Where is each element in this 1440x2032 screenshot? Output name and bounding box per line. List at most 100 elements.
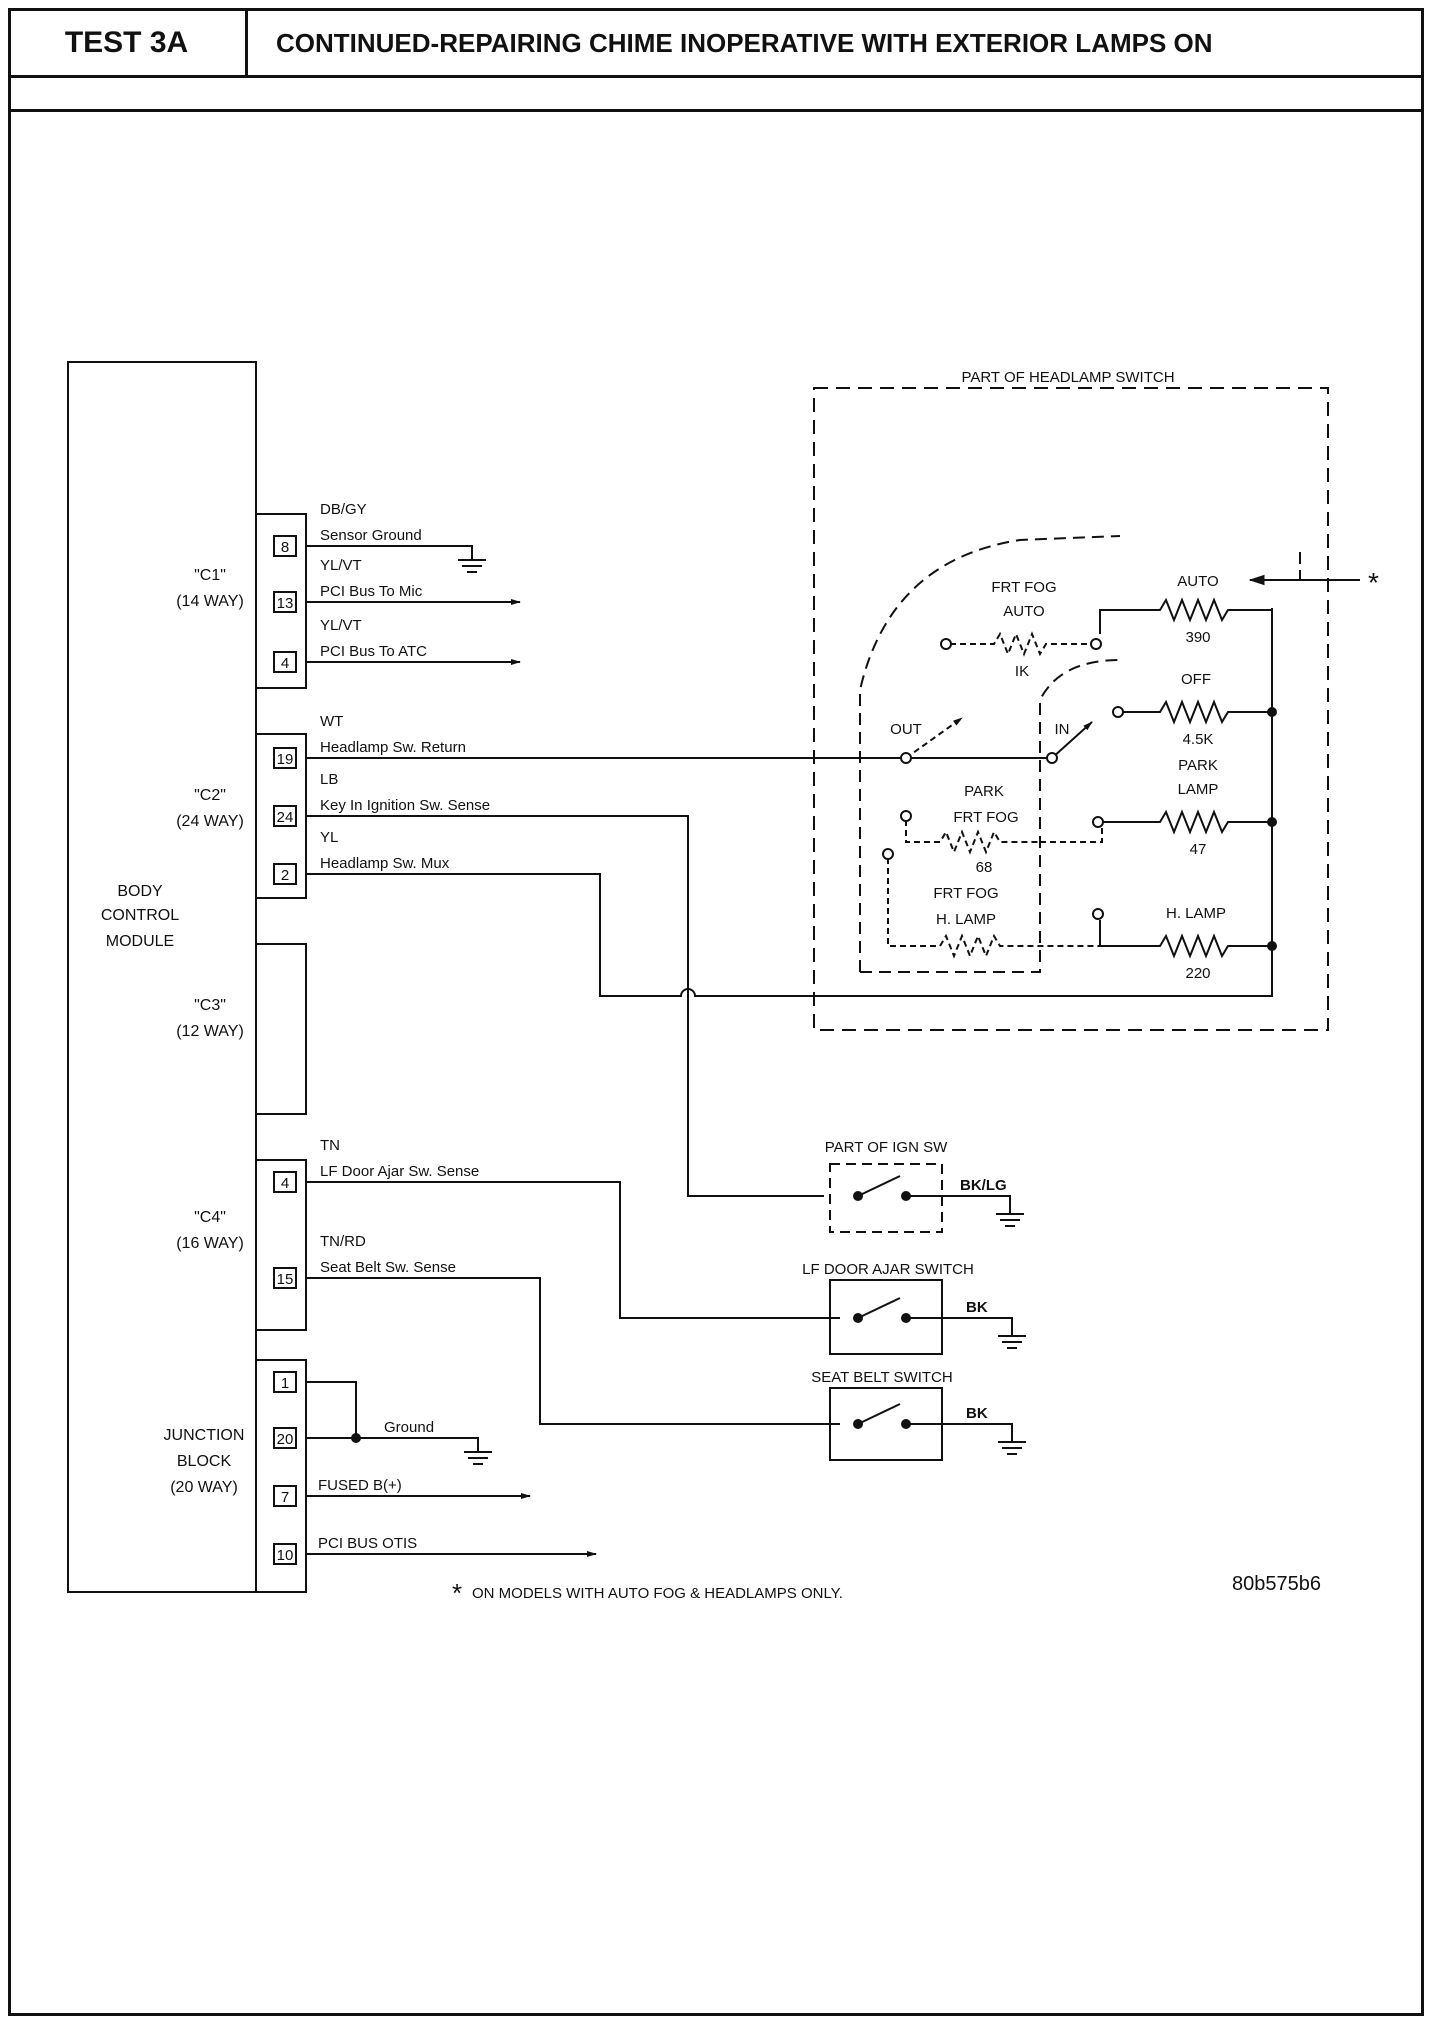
park-lamp-label-1: PARK [1178,757,1218,774]
frt-fog-auto-value: IK [1015,663,1029,680]
pin-c1-13: 13 [277,595,294,612]
pin-c2-24: 24 [277,809,294,826]
ground-symbol-c1 [458,559,486,573]
wire-jb-ground [306,1437,479,1452]
wire-sensor-ground [306,545,473,560]
pin-box-c2-19 [273,747,297,769]
bcm-label-3: MODULE [106,933,174,950]
pin-box-c1-8 [273,535,297,557]
frt-fog-hlamp-label-2: H. LAMP [936,911,996,928]
park-dashed-link [1040,822,1103,843]
belt-switch-blade [857,1403,901,1425]
wire-door-ajar [306,1181,840,1319]
title-cell: CONTINUED-REPAIRING CHIME INOPERATIVE WI… [248,8,1424,78]
test-number: TEST 3A [8,8,248,78]
contact-in [1046,752,1058,764]
jb-housing [255,1359,307,1593]
belt-switch-ground-wire [906,1423,1013,1442]
jb-label-2: BLOCK [177,1453,232,1470]
wire-key-in-ign [306,815,824,1197]
in-label: IN [1055,721,1070,738]
out-label: OUT [890,721,922,738]
switch-inner-dashed-left [859,535,1121,972]
contact-off [1112,706,1124,718]
contact-out [900,752,912,764]
pin-box-c1-4 [273,651,297,673]
ign-switch-outline [829,1163,943,1233]
pin-c1-8: 8 [281,539,289,556]
circuit-label-c1-4: PCI Bus To ATC [320,643,427,660]
header-bar: TEST 3A CONTINUED-REPAIRING CHIME INOPER… [8,8,1424,78]
belt-switch-title: SEAT BELT SWITCH [811,1369,952,1386]
wire-color-c1-4: YL/VT [320,617,362,634]
pin-box-c2-2 [273,863,297,885]
belt-wire-color: BK [966,1405,988,1422]
belt-contact-right [901,1419,911,1429]
pin-c2-2: 2 [281,867,289,884]
wire-color-c4-15: TN/RD [320,1233,366,1250]
c3-housing [255,943,307,1115]
h-lamp-value: 220 [1185,965,1210,982]
ign-switch-ground-wire [906,1195,1011,1214]
contact-frt-fog-auto-right [1090,638,1102,650]
circuit-label-jb-10: PCI BUS OTIS [318,1535,417,1552]
wire-color-c2-24: LB [320,771,338,788]
c4-name: "C4" [194,1209,226,1226]
frt-fog-auto-label-2: AUTO [1003,603,1044,620]
ign-switch-blade [857,1175,901,1197]
pin-c2-19: 19 [277,751,294,768]
off-value: 4.5K [1183,731,1214,748]
auto-label: AUTO [1177,573,1218,590]
resistor-frt-fog-auto [950,631,1092,657]
park-frt-fog-label-1: PARK [964,783,1004,800]
junction-park [1267,817,1277,827]
in-actuator [1051,721,1093,759]
c1-size: (14 WAY) [176,593,244,610]
ign-switch-title: PART OF IGN SW [825,1139,948,1156]
ground-symbol-jb [464,1451,492,1465]
wire-headlamp-mux [306,873,1273,997]
c1-name: "C1" [194,567,226,584]
pin-box-jb-1 [273,1371,297,1393]
pin-jb-7: 7 [281,1489,289,1506]
c2-name: "C2" [194,787,226,804]
switch-inner-dashed-mid [860,659,1121,973]
circuit-label-c1-13: PCI Bus To Mic [320,583,423,600]
frt-fog-auto-label-1: FRT FOG [991,579,1056,596]
circuit-label-jb-20: Ground [384,1419,434,1436]
contact-park-frt-fog [900,810,912,822]
headlamp-switch-title: PART OF HEADLAMP SWITCH [961,369,1174,386]
c3-name: "C3" [194,997,226,1014]
door-switch-title: LF DOOR AJAR SWITCH [802,1261,974,1278]
park-lamp-value: 47 [1190,841,1207,858]
wire-color-c1-13: YL/VT [320,557,362,574]
off-label: OFF [1181,671,1211,688]
pin-jb-20: 20 [277,1431,294,1448]
circuit-label-c2-19: Headlamp Sw. Return [320,739,466,756]
c4-size: (16 WAY) [176,1235,244,1252]
circuit-label-jb-7: FUSED B(+) [318,1477,402,1494]
pin-c4-15: 15 [277,1271,294,1288]
circuit-label-c4-4: LF Door Ajar Sw. Sense [320,1163,479,1180]
test-title: CONTINUED-REPAIRING CHIME INOPERATIVE WI… [276,28,1213,58]
circuit-label-c2-2: Headlamp Sw. Mux [320,855,450,872]
door-contact-right [901,1313,911,1323]
auto-value: 390 [1185,629,1210,646]
door-wire-color: BK [966,1299,988,1316]
h-lamp-label: H. LAMP [1166,905,1226,922]
door-switch-ground-wire [906,1317,1013,1336]
bcm-label-2: CONTROL [101,907,179,924]
ign-ground-symbol [996,1213,1024,1227]
page-frame [8,8,1424,2016]
resistor-park-lamp [1102,809,1272,835]
park-frt-fog-value: 68 [976,859,993,876]
pin-box-c2-24 [273,805,297,827]
jb-size: (20 WAY) [170,1479,238,1496]
out-actuator [905,717,963,759]
splice-dot [351,1433,361,1443]
footnote-star: * [452,1578,462,1608]
ign-wire-color: BK/LG [960,1177,1007,1194]
ign-contact-right [901,1191,911,1201]
pin-box-c4-15 [273,1267,297,1289]
